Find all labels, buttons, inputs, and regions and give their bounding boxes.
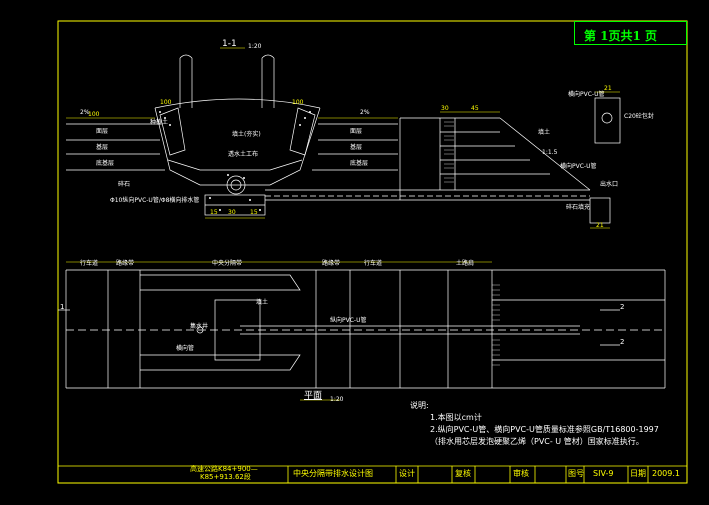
width-left-2: 100	[292, 99, 304, 106]
plan-band-2: 路缘带	[116, 260, 135, 267]
review-label: 复核	[455, 469, 471, 478]
detail-note: C20砼包封	[624, 113, 654, 120]
project-line-2: K85+913.62段	[200, 473, 251, 481]
plan-hatch	[492, 284, 500, 366]
plan-band-1: 行车道	[80, 260, 99, 267]
notes-line-3: （排水用芯层发泡硬聚乙烯（PVC- U 管材）国家标准执行。	[430, 437, 644, 446]
width-left-1: 100	[88, 111, 100, 118]
slope-a: 2%	[80, 109, 90, 116]
plan-cross-pipe-label: 横向管	[176, 345, 195, 352]
section-title: 1-1	[222, 39, 237, 49]
left-layer-3: 底基层	[96, 160, 115, 167]
embankment-section	[399, 97, 621, 224]
emb-slope-label: 1:1.5	[542, 149, 558, 156]
emb-dim-45: 45	[471, 105, 479, 112]
plan-band-5: 行车道	[364, 260, 383, 267]
bottom-dim-2: 30	[228, 209, 236, 216]
notes-line-1: 1.本图以cm计	[430, 413, 482, 422]
left-layer-1: 面层	[96, 128, 109, 135]
bottom-dim-1: 15	[210, 209, 218, 216]
plan-band-3: 中央分隔带	[212, 260, 243, 267]
plan-mark-right-bottom: 2	[620, 338, 625, 346]
drawing-frame	[57, 20, 688, 484]
section-dimension-lines	[66, 47, 398, 219]
page-indicator: 第 1页共1 页	[574, 21, 687, 45]
drawing-title: 中央分隔带排水设计图	[293, 469, 373, 478]
emb-gravel-fill-label: 碎石填充	[566, 204, 591, 211]
plan-well-label: 集水井	[190, 323, 209, 330]
plan-pipe-label: 纵向PVC-U管	[330, 317, 367, 324]
plan-dimension-line	[66, 261, 492, 401]
drawing-no: SIV-9	[593, 469, 614, 478]
left-layer-2: 基层	[96, 144, 109, 151]
cut-marks	[58, 309, 620, 346]
embankment-hatch	[444, 121, 454, 183]
planting-soil-label: 种植土	[150, 119, 169, 126]
design-label: 设计	[399, 469, 415, 478]
emb-soil-label: 填土	[538, 129, 551, 136]
date-label: 日期	[630, 469, 646, 478]
detail-dim-bottom: 21	[596, 222, 604, 229]
plan-scale: 1:20	[330, 396, 344, 403]
plan-view	[65, 269, 666, 389]
right-layer-3: 底基层	[350, 160, 369, 167]
notes-line-2: 2.纵向PVC-U管、横向PVC-U管质量标准参照GB/T16800-1997	[430, 425, 659, 434]
detail-dim-top: 21	[604, 85, 612, 92]
plan-band-4: 路缘带	[322, 260, 341, 267]
plan-fill-label: 填土	[256, 299, 269, 306]
notes-heading: 说明:	[410, 401, 429, 410]
emb-dim-30: 30	[441, 105, 449, 112]
plan-mark-left: 1	[60, 303, 65, 311]
emb-outlet-label: 出水口	[600, 181, 619, 188]
audit-label: 审核	[513, 469, 529, 478]
project-line-1: 高速公路K84+900—	[190, 465, 258, 473]
detail-title: 横向PVC-U管	[568, 91, 605, 98]
drawing-no-label: 图号	[568, 469, 584, 478]
right-layer-2: 基层	[350, 144, 363, 151]
section-1-1	[66, 54, 590, 216]
bottom-dim-3: 15	[250, 209, 258, 216]
embankment-dims	[440, 91, 620, 229]
gravel-label: 碎石	[118, 181, 131, 188]
plan-title: 平面	[304, 391, 323, 401]
page-indicator-label: 第 1页共1 页	[584, 29, 658, 43]
right-layer-1: 面层	[350, 128, 363, 135]
gravel-hatch	[159, 111, 311, 211]
title-block-lines	[58, 465, 687, 483]
drainage-blind-label: 透水土工布	[228, 151, 259, 158]
emb-pipe-label: 横向PVC-U管	[560, 163, 597, 170]
date-value: 2009.1	[652, 469, 680, 478]
fill-soil-label: 填土(夯实)	[232, 131, 261, 138]
plan-band-6: 土路肩	[456, 260, 475, 267]
section-scale: 1:20	[248, 43, 262, 50]
pvc-pipe-label: Φ10纵向PVC-U管/Φ8横向排水管	[110, 197, 200, 204]
plan-mark-right-top: 2	[620, 303, 625, 311]
width-center: 100	[160, 99, 172, 106]
slope-b: 2%	[360, 109, 370, 116]
